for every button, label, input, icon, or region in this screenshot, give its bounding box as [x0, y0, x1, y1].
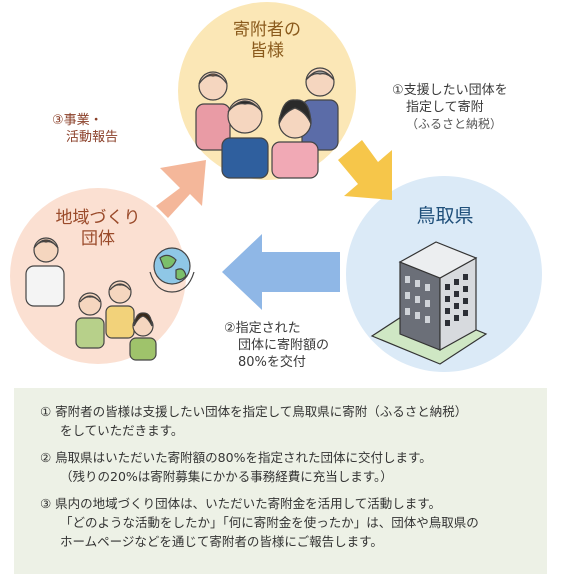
note-1: ① 寄附者の皆様は支援したい団体を指定して鳥取県に寄附（ふるさと納税） をしてい…: [40, 402, 535, 440]
community-group-title: 地域づくり 団体: [28, 208, 168, 250]
family-illustration-icon: [195, 67, 339, 179]
step1-sub: （ふるさと納税）: [406, 117, 503, 131]
step1-line1: ①支援したい団体を: [392, 83, 508, 98]
group-title-line1: 地域づくり: [55, 208, 141, 228]
step3-line2: 活動報告: [66, 130, 119, 145]
note-3: ③ 県内の地域づくり団体は、いただいた寄附金を活用して活動します。 「どのような…: [40, 494, 535, 551]
step2-line1: ②指定された: [224, 321, 301, 336]
note-2-line2: （残りの20%は寄附募集にかかる事務経費に充当します。）: [60, 469, 393, 484]
donors-title: 寄附者の 皆様: [188, 20, 346, 62]
note-1-line2: をしていただきます。: [60, 423, 184, 438]
note-3-line3: ホームページなどを通じて寄附者の皆様にご報告します。: [60, 534, 383, 549]
flow-diagram: 寄附者の 皆様 鳥取県 地域づくり 団体 ①支援したい団体を 指定して寄附 （ふ…: [10, 2, 560, 372]
step1-label: ①支援したい団体を 指定して寄附 （ふるさと納税）: [392, 82, 560, 133]
arrow-group-to-donor-icon: [156, 160, 206, 218]
arrow-prefecture-to-group-icon: [222, 234, 340, 310]
explanation-notes: ① 寄附者の皆様は支援したい団体を指定して鳥取県に寄附（ふるさと納税） をしてい…: [14, 388, 547, 574]
step3-label: ③事業・ 活動報告: [52, 112, 172, 146]
globe-hands-icon: [149, 247, 195, 293]
step2-line2: 団体に寄附額の: [238, 338, 330, 353]
note-2-line1: ② 鳥取県はいただいた寄附額の80%を指定された団体に交付します。: [40, 450, 432, 465]
donors-title-line1: 寄附者の: [233, 20, 301, 40]
community-members-icon: [25, 237, 157, 361]
note-2: ② 鳥取県はいただいた寄附額の80%を指定された団体に交付します。 （残りの20…: [40, 448, 535, 486]
step2-label: ②指定された 団体に寄附額の 80%を交付: [224, 320, 384, 371]
step1-line2: 指定して寄附: [406, 100, 484, 115]
arrow-donor-to-prefecture-icon: [338, 140, 392, 200]
note-1-line1: ① 寄附者の皆様は支援したい団体を指定して鳥取県に寄附（ふるさと納税）: [40, 404, 468, 419]
step2-line3: 80%を交付: [238, 355, 306, 370]
note-3-line1: ③ 県内の地域づくり団体は、いただいた寄附金を活用して活動します。: [40, 496, 442, 511]
donors-title-line2: 皆様: [250, 41, 284, 61]
step3-line1: ③事業・: [52, 113, 103, 128]
note-3-line2: 「どのような活動をしたか」「何に寄附金を使ったか」は、団体や鳥取県の: [60, 515, 479, 530]
prefecture-title: 鳥取県: [416, 205, 474, 227]
building-icon: [370, 241, 488, 365]
diagram-illustrations: [25, 67, 488, 365]
group-title-line2: 団体: [81, 229, 115, 249]
